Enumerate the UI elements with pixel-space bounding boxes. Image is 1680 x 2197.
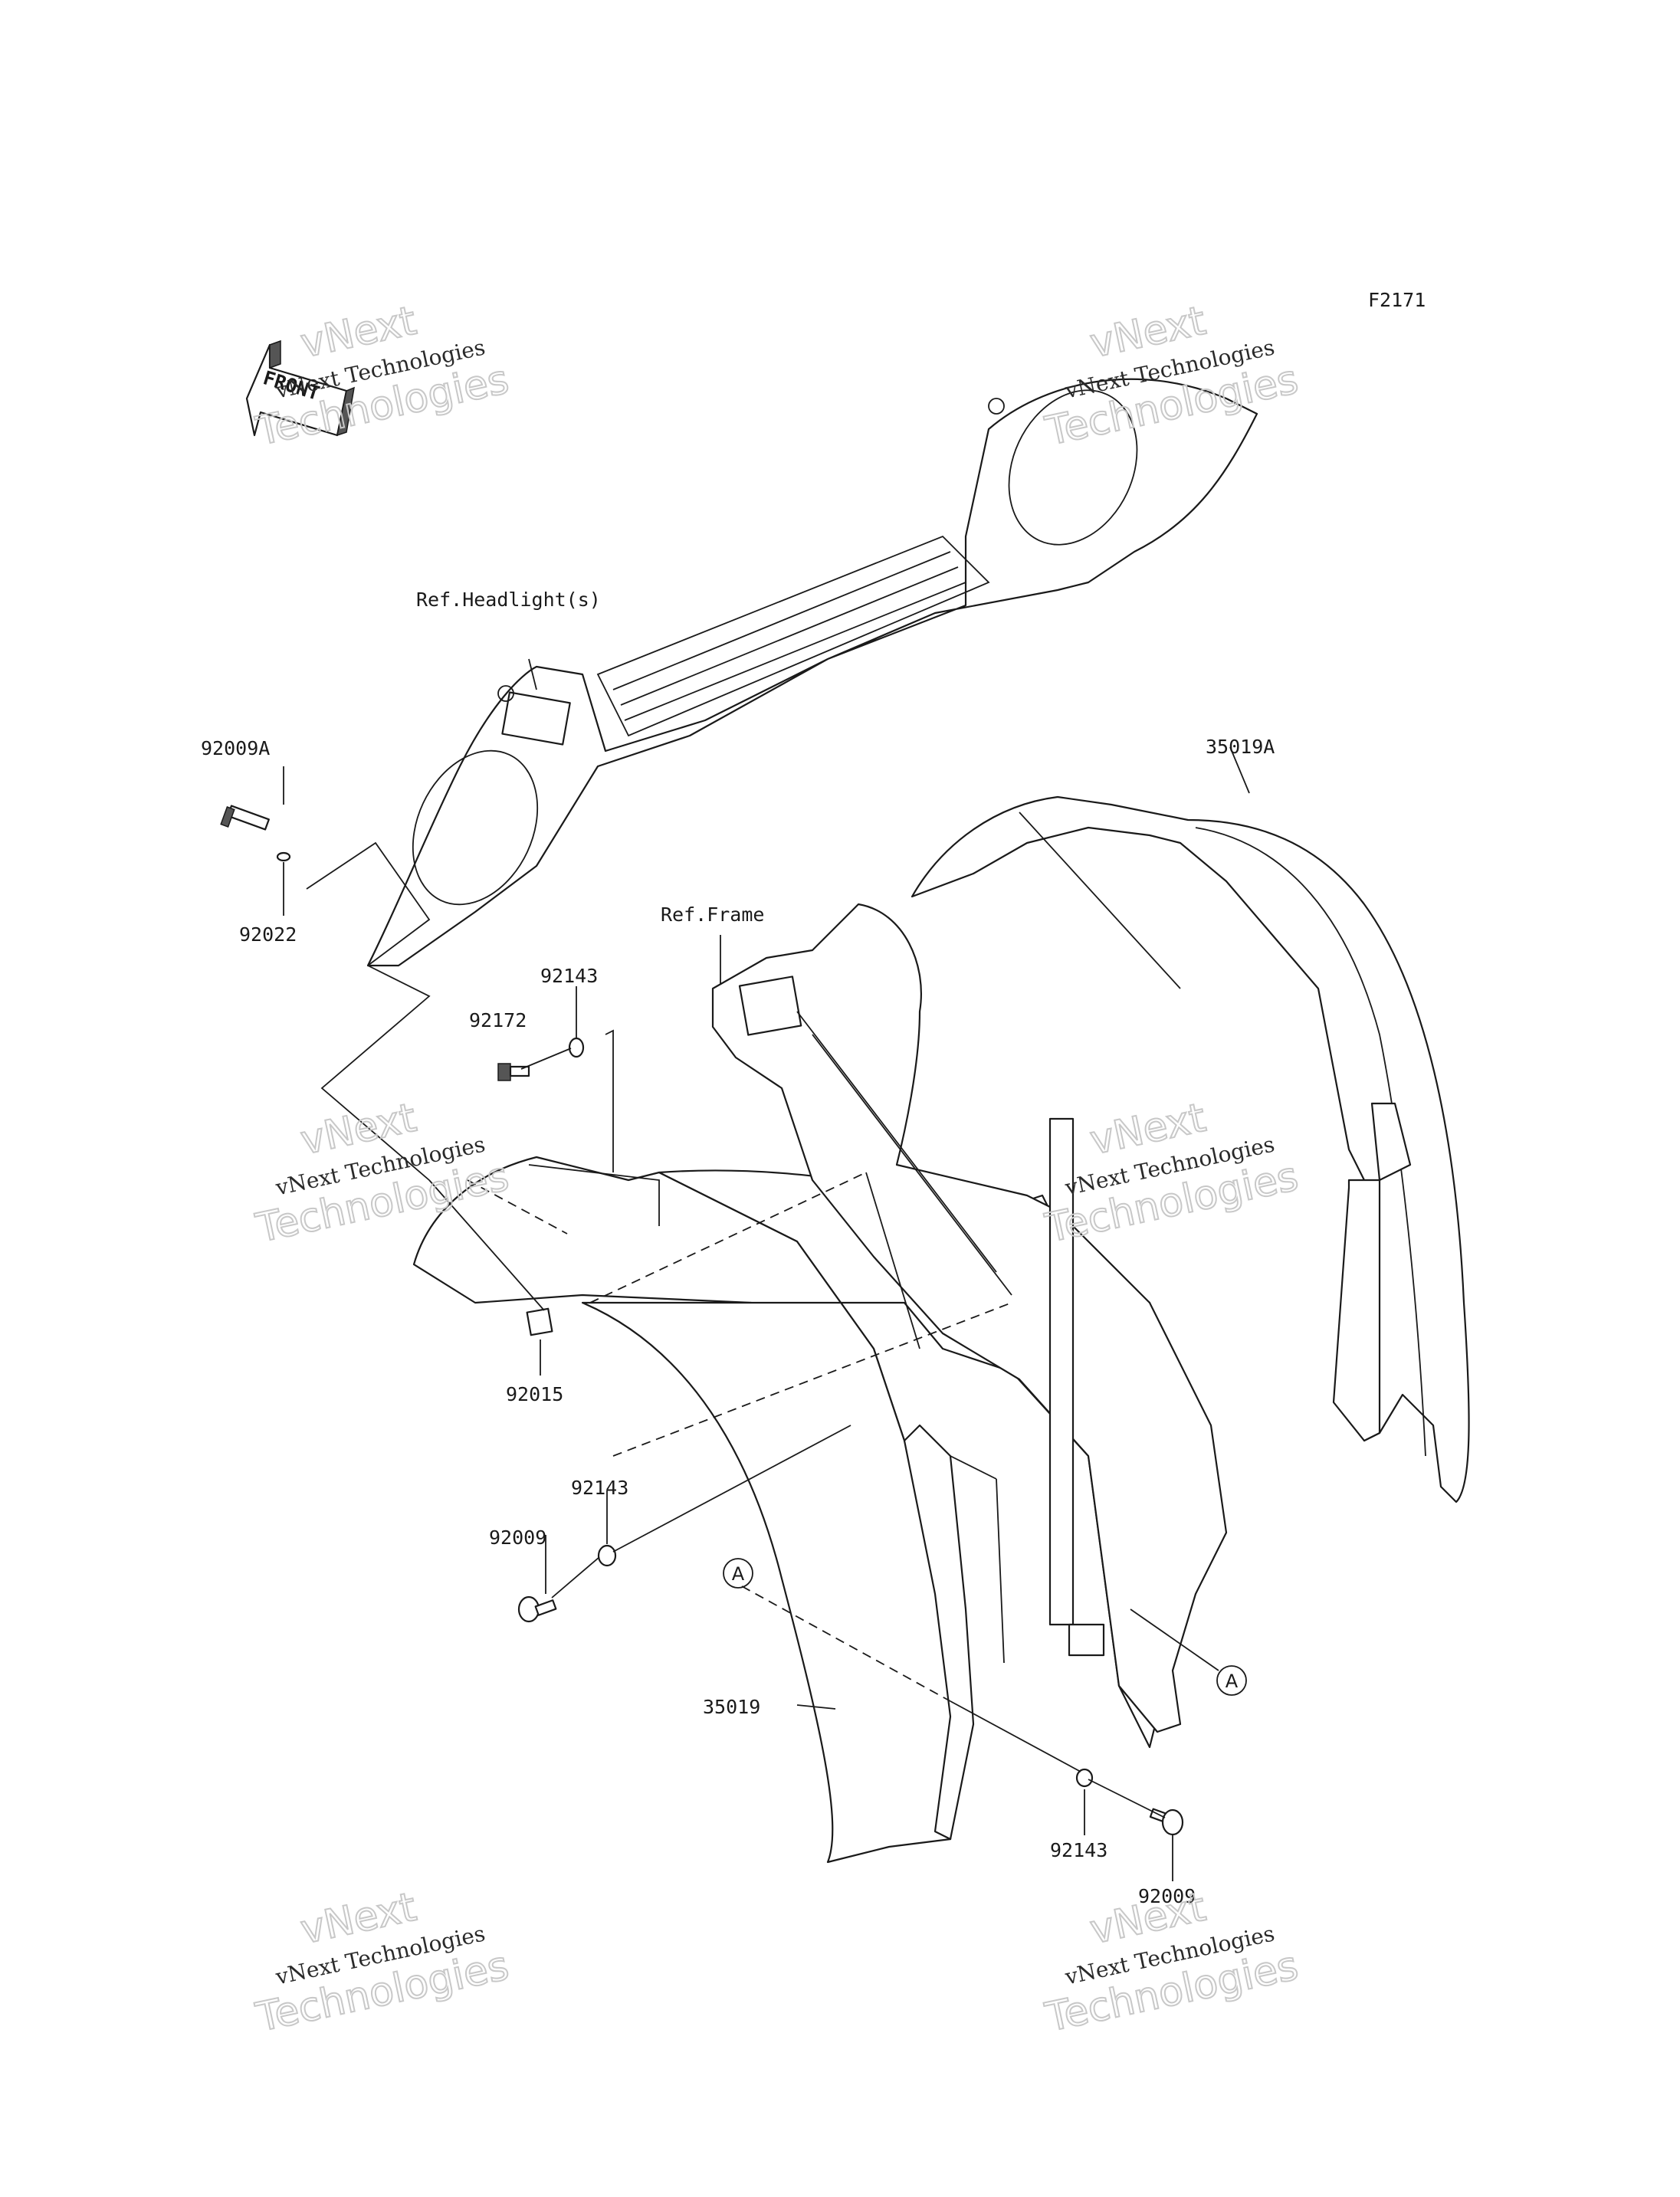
part-92009-bot-label: 92009 [1138, 1885, 1196, 1907]
part-92143-bot-label: 92143 [1050, 1839, 1107, 1861]
frame-reference [711, 903, 1228, 1733]
ref-headlight-label: Ref.Headlight(s) [416, 589, 601, 611]
figure-code: F2171 [1368, 289, 1426, 311]
headlight-grille-assembly [366, 378, 1258, 967]
part-35019-label: 35019 [703, 1696, 760, 1718]
watermark-2: vNext vNext Technologies Technologies [1041, 297, 1303, 456]
bolt-92172-icon [497, 1063, 530, 1081]
leader-lines [283, 658, 1250, 1881]
svg-text:A: A [1226, 1671, 1239, 1692]
ref-frame-label: Ref.Frame [661, 903, 764, 926]
part-92022-label: 92022 [239, 923, 297, 946]
part-92009-mid-label: 92009 [489, 1526, 546, 1549]
washer-92143-top-icon [568, 1037, 585, 1058]
hardware [220, 805, 1184, 1836]
washer-92022-icon [276, 851, 291, 862]
svg-text:A: A [732, 1563, 745, 1585]
part-35019A-label: 35019A [1206, 736, 1275, 758]
watermark-6: vNext vNext Technologies Technologies [1041, 1884, 1303, 2042]
part-92143-mid-label: 92143 [571, 1477, 628, 1499]
part-92143-top-label: 92143 [540, 965, 598, 987]
callout-a-left: A [723, 1558, 753, 1589]
fender-35019A [911, 795, 1470, 1503]
callout-a-right: A [1216, 1665, 1247, 1696]
washer-92143-mid-icon [597, 1544, 617, 1567]
part-92172-label: 92172 [469, 1009, 527, 1031]
bolt-92009-mid-icon [517, 1595, 557, 1623]
watermark-5: vNext vNext Technologies Technologies [251, 1884, 514, 2042]
watermark-1: vNext vNext Technologies Technologies [251, 297, 514, 456]
washer-92143-bot-icon [1075, 1768, 1094, 1788]
part-92015-label: 92015 [506, 1383, 563, 1405]
bolt-92009A-icon [220, 805, 270, 831]
part-92009A-label: 92009A [201, 737, 270, 759]
clip-92015-icon [526, 1307, 553, 1336]
